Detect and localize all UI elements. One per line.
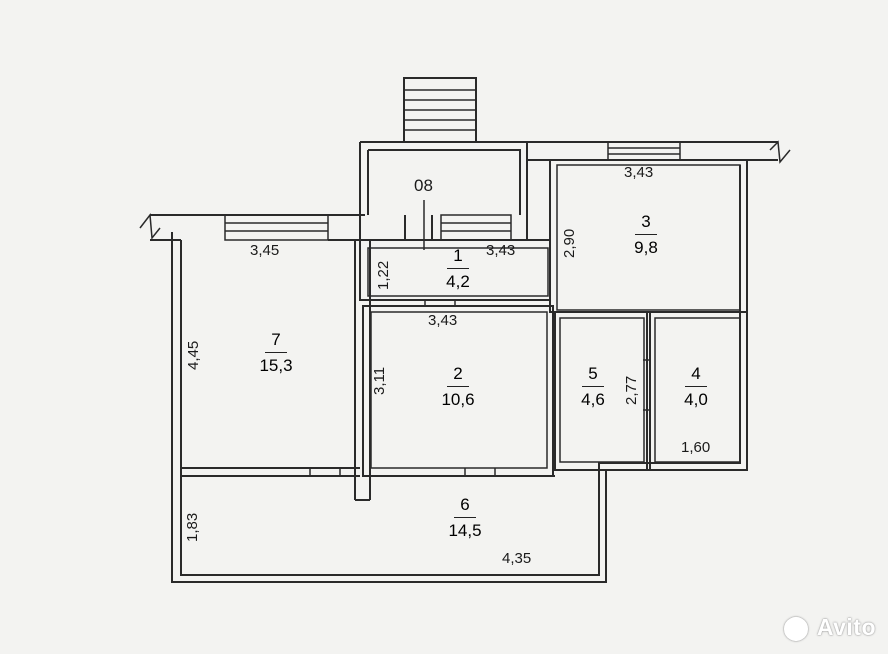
dim-room6-height: 1,83 [184,512,201,542]
room-6-area: 14,5 [448,521,482,540]
dim-room2-height: 3,11 [371,366,388,395]
avito-logo-icon: ⬤ [783,614,810,640]
room-08-label: 08 [414,176,433,195]
dim-room7-width: 3,45 [250,242,280,259]
room-3-area: 9,8 [634,238,658,257]
dim-room1-width-top: 3,43 [486,242,516,259]
room-6: 6 14,5 [435,495,495,541]
top-wall-left [150,214,365,241]
room-5-number: 5 [582,364,604,387]
room-1: 1 4,2 [428,246,488,292]
dim-room3-height: 2,90 [561,228,578,258]
dim-room1-height: 1,22 [375,260,392,290]
dim-room1-width-bottom: 3,43 [428,312,458,329]
room-3-walls [549,159,748,313]
dim-room7-height: 4,45 [185,340,202,370]
room-5-walls [554,311,648,471]
room-3-number: 3 [635,212,657,235]
dim-room3-width: 3,43 [624,164,654,181]
room-5-area: 4,6 [581,390,605,409]
dim-room4-width: 1,60 [681,439,711,456]
room-7-area: 15,3 [259,356,293,375]
room-3: 3 9,8 [616,212,676,258]
dim-room6-width: 4,35 [502,550,532,567]
room-5: 5 4,6 [563,364,623,410]
room-4-area: 4,0 [684,390,708,409]
room-1-number: 1 [447,246,469,269]
room-7: 7 15,3 [246,330,306,376]
dim-room5-height: 2,77 [623,375,640,405]
room-2: 2 10,6 [428,364,488,410]
room-08-walls [359,141,528,240]
room-4: 4 4,0 [666,364,726,410]
top-wall-right [527,141,778,161]
room-4-number: 4 [685,364,707,387]
avito-watermark: ⬤ Avito [783,614,876,640]
room-2-number: 2 [447,364,469,387]
room-6-number: 6 [454,495,476,518]
room-2-area: 10,6 [441,390,475,409]
window [224,141,681,241]
room-7-number: 7 [265,330,287,353]
room-1-area: 4,2 [446,272,470,291]
room-4-walls [649,311,748,471]
